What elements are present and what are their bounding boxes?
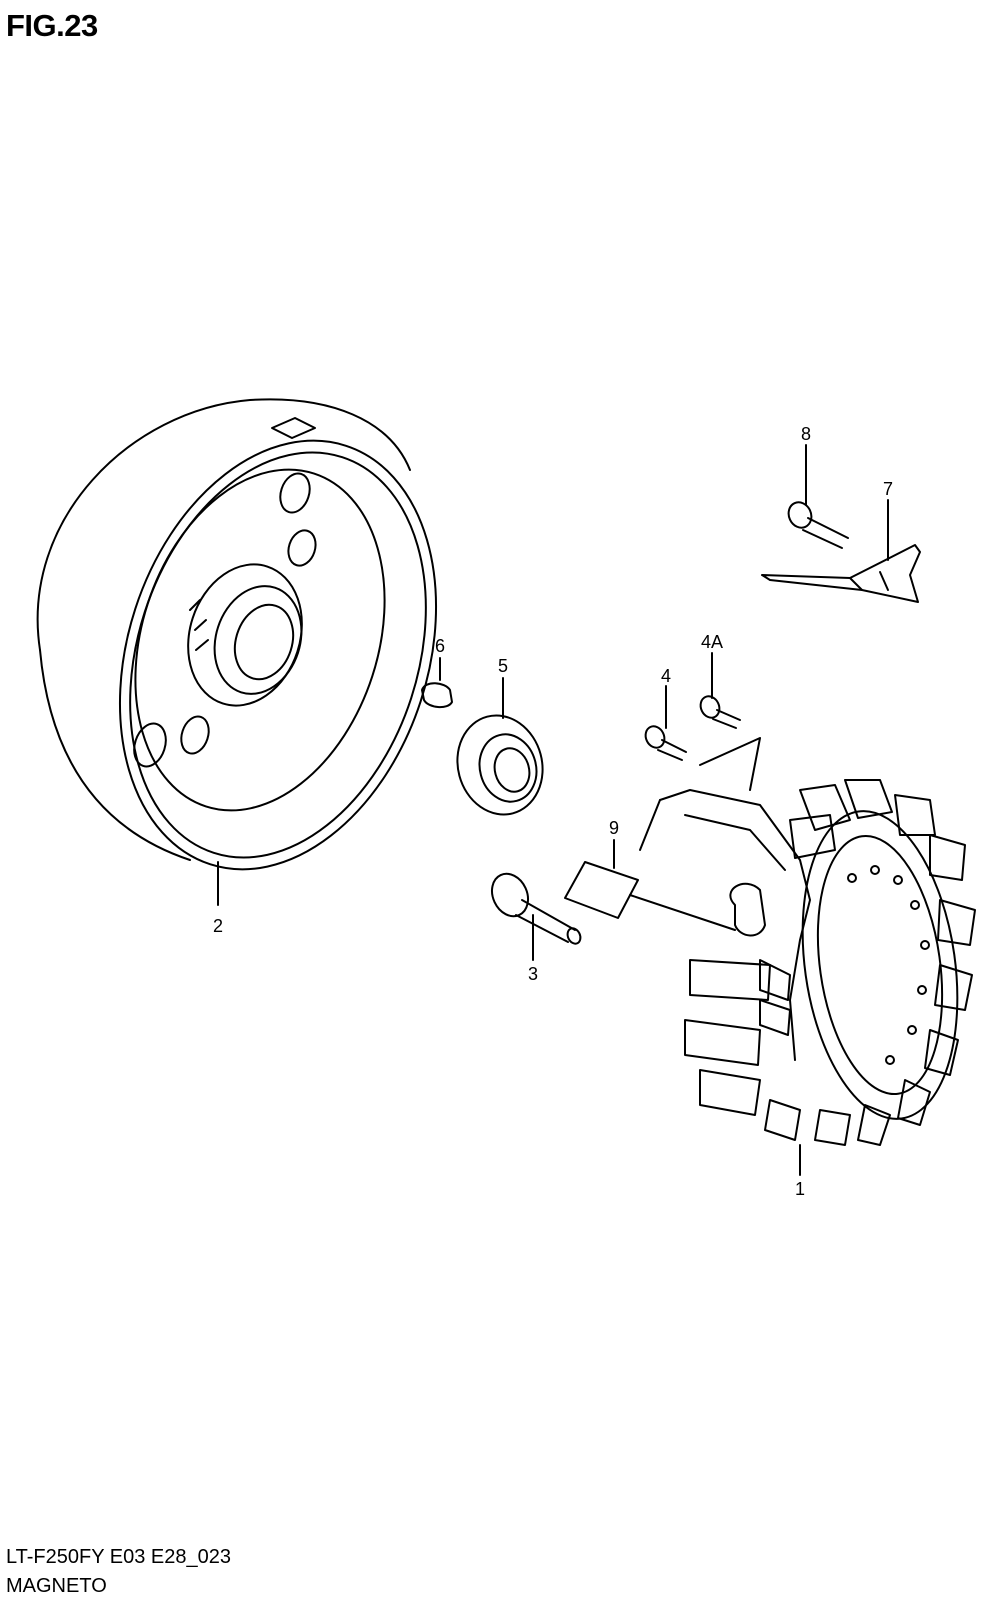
stator-screw-4a [699, 695, 741, 729]
flange-nut [456, 714, 544, 816]
callout-5: 5 [498, 656, 508, 676]
callout-3: 3 [528, 964, 538, 984]
model-code: LT-F250FY E03 E28_023 [6, 1546, 231, 1568]
lead-wire-clamp [761, 544, 921, 603]
section-name: MAGNETO [6, 1575, 107, 1597]
woodruff-key [421, 682, 453, 708]
callout-9: 9 [609, 818, 619, 838]
figure-title: FIG.23 [6, 8, 98, 43]
label-plate [564, 861, 639, 919]
callout-4: 4 [661, 666, 671, 686]
callout-6: 6 [435, 636, 445, 656]
callout-8: 8 [801, 424, 811, 444]
hex-bolt [491, 872, 582, 945]
callout-7: 7 [883, 479, 893, 499]
stator-screw [644, 725, 687, 761]
callout-4a: 4A [701, 632, 723, 652]
callout-1: 1 [795, 1179, 805, 1199]
callout-2: 2 [213, 916, 223, 936]
bracket-bolt [787, 501, 849, 549]
screw-bracket-line [699, 737, 761, 791]
flywheel-rotor [36, 398, 438, 871]
stator-coil [629, 779, 976, 1146]
